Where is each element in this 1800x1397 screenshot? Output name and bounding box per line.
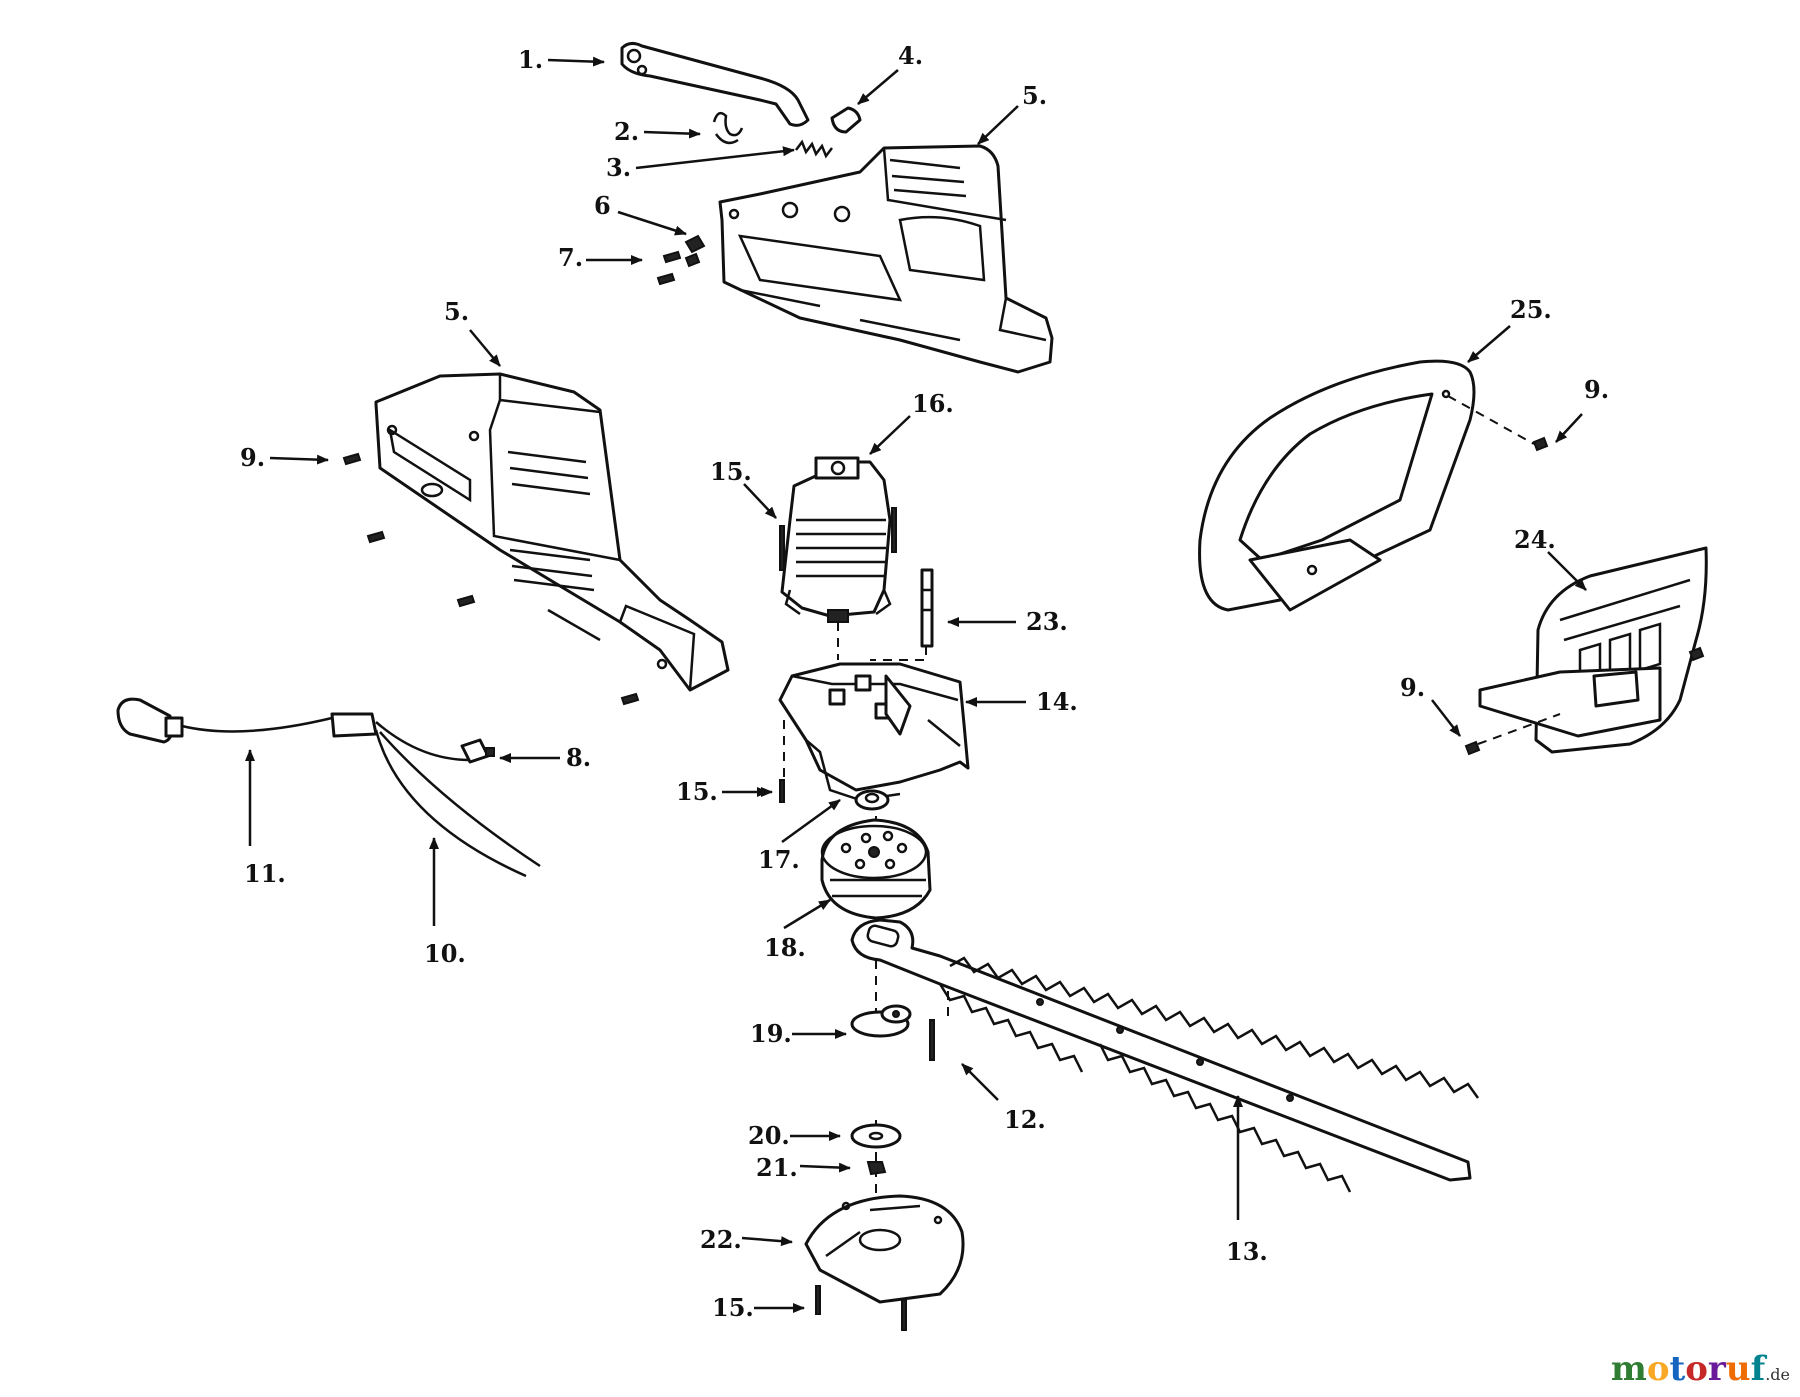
callout-23: 23. bbox=[1026, 607, 1068, 636]
callout-15-gear: 15. bbox=[676, 777, 718, 806]
callout-5-left: 5. bbox=[444, 297, 469, 326]
part-6-switch bbox=[684, 234, 706, 254]
part-13-blade bbox=[850, 918, 1480, 1193]
callout-20: 20. bbox=[748, 1121, 790, 1150]
part-18-gear bbox=[820, 818, 932, 920]
callout-16: 16. bbox=[912, 389, 954, 418]
callout-12: 12. bbox=[1004, 1105, 1046, 1134]
callout-15-plate: 15. bbox=[712, 1293, 754, 1322]
part-9-screws-left bbox=[342, 452, 640, 706]
part-15-screws-motor bbox=[779, 507, 897, 571]
callout-18: 18. bbox=[764, 933, 806, 962]
callout-24: 24. bbox=[1514, 525, 1556, 554]
part-17-bushing bbox=[854, 789, 890, 811]
part-24-hand-guard bbox=[1478, 546, 1708, 754]
callout-3: 3. bbox=[606, 153, 631, 182]
callout-8: 8. bbox=[566, 743, 591, 772]
callout-15-motor: 15. bbox=[710, 457, 752, 486]
part-12-screw bbox=[929, 1019, 935, 1061]
part-25-front-handle bbox=[1198, 359, 1476, 612]
leader-arrows bbox=[245, 56, 1587, 1313]
callout-25: 25. bbox=[1510, 295, 1552, 324]
part-5-housing-right bbox=[718, 144, 1054, 374]
watermark-letter: r bbox=[1707, 1349, 1726, 1389]
callout-2: 2. bbox=[614, 117, 639, 146]
callout-21: 21. bbox=[756, 1153, 798, 1182]
part-7-screws bbox=[656, 250, 701, 286]
part-handle-dash-lines bbox=[1447, 395, 1561, 745]
watermark-letter: m bbox=[1610, 1349, 1647, 1389]
watermark-suffix: .de bbox=[1765, 1365, 1790, 1384]
watermark-letter: o bbox=[1646, 1349, 1670, 1389]
part-15-screw-gear bbox=[779, 779, 785, 803]
callout-4: 4. bbox=[898, 41, 923, 70]
callout-5-top: 5. bbox=[1022, 81, 1047, 110]
part-3-spring bbox=[795, 139, 833, 159]
watermark-letter: u bbox=[1725, 1349, 1751, 1389]
callout-labels: 1. 2. 3. 4. 5. 6 7. 5. 9. 16. 15. 23. 14… bbox=[240, 41, 1609, 1322]
callout-1: 1. bbox=[518, 45, 543, 74]
part-1-lever bbox=[620, 41, 810, 127]
part-10-switch-leads bbox=[374, 721, 541, 878]
part-19-eccentric bbox=[850, 1004, 912, 1038]
part-21-nut bbox=[866, 1161, 887, 1176]
callout-22: 22. bbox=[700, 1225, 742, 1254]
callout-9-left: 9. bbox=[240, 443, 265, 472]
callout-7: 7. bbox=[558, 243, 583, 272]
callout-9-guard: 9. bbox=[1400, 673, 1425, 702]
watermark-letter: o bbox=[1685, 1349, 1708, 1389]
part-2-clip bbox=[712, 111, 744, 145]
callout-9-handle: 9. bbox=[1584, 375, 1609, 404]
part-11-power-cord bbox=[116, 697, 378, 744]
watermark-letter: f bbox=[1750, 1349, 1766, 1389]
part-15-screws-plate bbox=[815, 1285, 907, 1331]
watermark-letter: t bbox=[1669, 1349, 1686, 1389]
callout-6: 6 bbox=[594, 191, 611, 220]
part-8-switch bbox=[460, 738, 495, 764]
callout-14: 14. bbox=[1036, 687, 1078, 716]
part-5-housing-left bbox=[374, 372, 730, 692]
part-22-cover-plate bbox=[804, 1194, 965, 1304]
callout-11: 11. bbox=[244, 859, 286, 888]
watermark-logo: motoruf.de bbox=[1611, 1349, 1790, 1389]
callout-19: 19. bbox=[750, 1019, 792, 1048]
part-16-motor bbox=[780, 456, 892, 623]
part-23-shaft bbox=[920, 568, 934, 648]
part-9-screws-right bbox=[1464, 436, 1705, 756]
part-4-button bbox=[830, 106, 862, 134]
callout-13: 13. bbox=[1226, 1237, 1268, 1266]
part-20-washer bbox=[850, 1123, 902, 1149]
part-14-gear-housing bbox=[778, 662, 970, 802]
callout-10: 10. bbox=[424, 939, 466, 968]
callout-17: 17. bbox=[758, 845, 800, 874]
